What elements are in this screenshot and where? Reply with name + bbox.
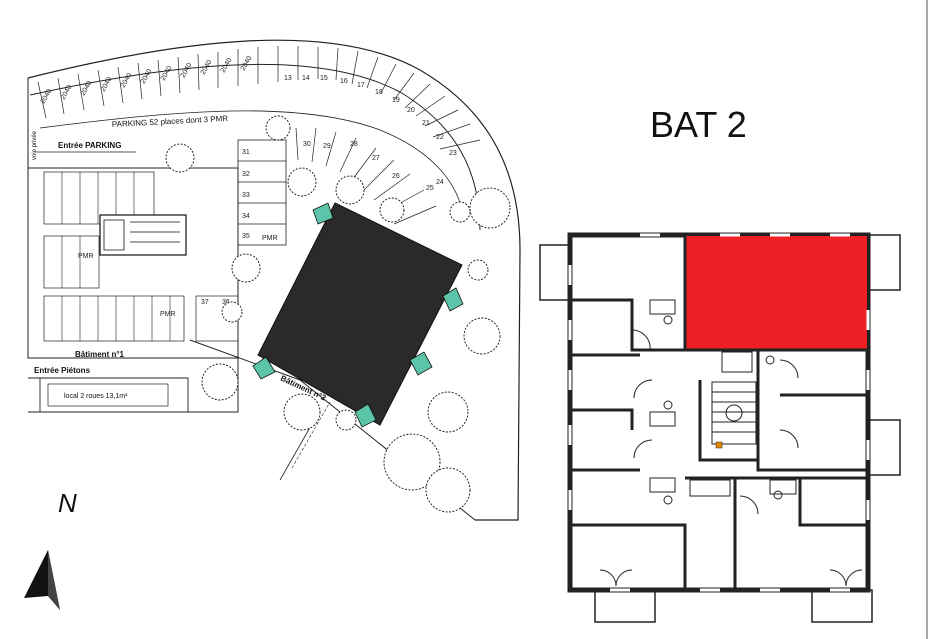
- side-label: voie privée: [32, 130, 38, 160]
- building-2[interactable]: [257, 202, 463, 426]
- zone-mark: 2040: [80, 80, 94, 97]
- entrance-marker: [354, 403, 377, 428]
- zone-mark: 2040: [40, 88, 54, 105]
- spot-number: 25: [426, 185, 434, 192]
- spot-number: 19: [392, 97, 400, 104]
- north-arrow-icon: [24, 550, 60, 610]
- site-plan: 13 14 15 16 17 18 19 20 21 22 23 2040 20…: [27, 39, 521, 521]
- spot-number: 13: [284, 75, 292, 82]
- spot-number: 20: [407, 107, 415, 114]
- spot-number: 21: [422, 120, 430, 127]
- entrance-marker: [252, 356, 276, 380]
- spot-number: 32: [242, 171, 250, 178]
- spot-number: 18: [375, 89, 383, 96]
- building-2-entrances: [252, 202, 464, 428]
- spot-number: 22: [436, 134, 444, 141]
- spot-number: 27: [372, 155, 380, 162]
- spot-number: 28: [350, 141, 358, 148]
- outer-spot-numbers: 13 14 15 16 17 18 19 20 21 22 23: [284, 75, 457, 157]
- zone-mark: 2040: [160, 65, 174, 82]
- spot-number: 33: [242, 192, 250, 199]
- parking-label: PARKING 52 places dont 3 PMR: [112, 114, 229, 129]
- zone-mark: 2040: [200, 59, 214, 76]
- zone-mark: 2040: [60, 84, 74, 101]
- left-parking-spots: 31 32 33 34 35 PMR: [237, 139, 287, 246]
- spot-number: 31: [242, 149, 250, 156]
- outer-parking-spots: [37, 46, 481, 150]
- spot-number: 23: [449, 150, 457, 157]
- spot-number: 36: [222, 299, 230, 306]
- spot-number: 17: [357, 82, 365, 89]
- spot-number: 30: [303, 141, 311, 148]
- local-label: local 2 roues 13,1m²: [64, 393, 128, 400]
- selected-apartment[interactable]: [685, 236, 867, 349]
- building-1-label: Bâtiment n°1: [75, 350, 125, 359]
- pmr-label: PMR: [262, 235, 278, 242]
- zone-mark: 2040: [180, 62, 194, 79]
- pedestrian-entry-label: Entrée Piétons: [34, 366, 91, 375]
- spot-number: 16: [340, 78, 348, 85]
- pmr-label: PMR: [78, 253, 94, 260]
- spot-number: 26: [392, 173, 400, 180]
- spot-number: 14: [302, 75, 310, 82]
- compass-letter: N: [58, 488, 77, 518]
- entrance-marker: [442, 287, 464, 312]
- spot-number: 35: [242, 233, 250, 240]
- vegetation: [165, 115, 511, 513]
- entrance-marker: [312, 202, 334, 225]
- spot-number: 24: [436, 179, 444, 186]
- floor-plan: [539, 232, 901, 623]
- spot-number: 29: [323, 143, 331, 150]
- zone-mark: 2040: [240, 55, 254, 72]
- spot-number: 15: [320, 75, 328, 82]
- parking-entry-label: Entrée PARKING: [58, 141, 121, 150]
- zone-marks: 2040 2040 2040 2040 2040 2040 2040 2040 …: [40, 55, 254, 105]
- zone-mark: 2040: [100, 76, 114, 93]
- pmr-label: PMR: [160, 311, 176, 318]
- spot-number: 37: [201, 299, 209, 306]
- zone-mark: 2040: [140, 68, 154, 85]
- building-1: 37 36 PMR PMR: [27, 167, 239, 359]
- spot-number: 34: [242, 213, 250, 220]
- entrance-marker: [409, 351, 433, 376]
- building-title: BAT 2: [650, 104, 747, 145]
- zone-mark: 2040: [120, 72, 134, 89]
- inner-parking-spots: 29 30 28 27 26 25 24: [295, 127, 444, 225]
